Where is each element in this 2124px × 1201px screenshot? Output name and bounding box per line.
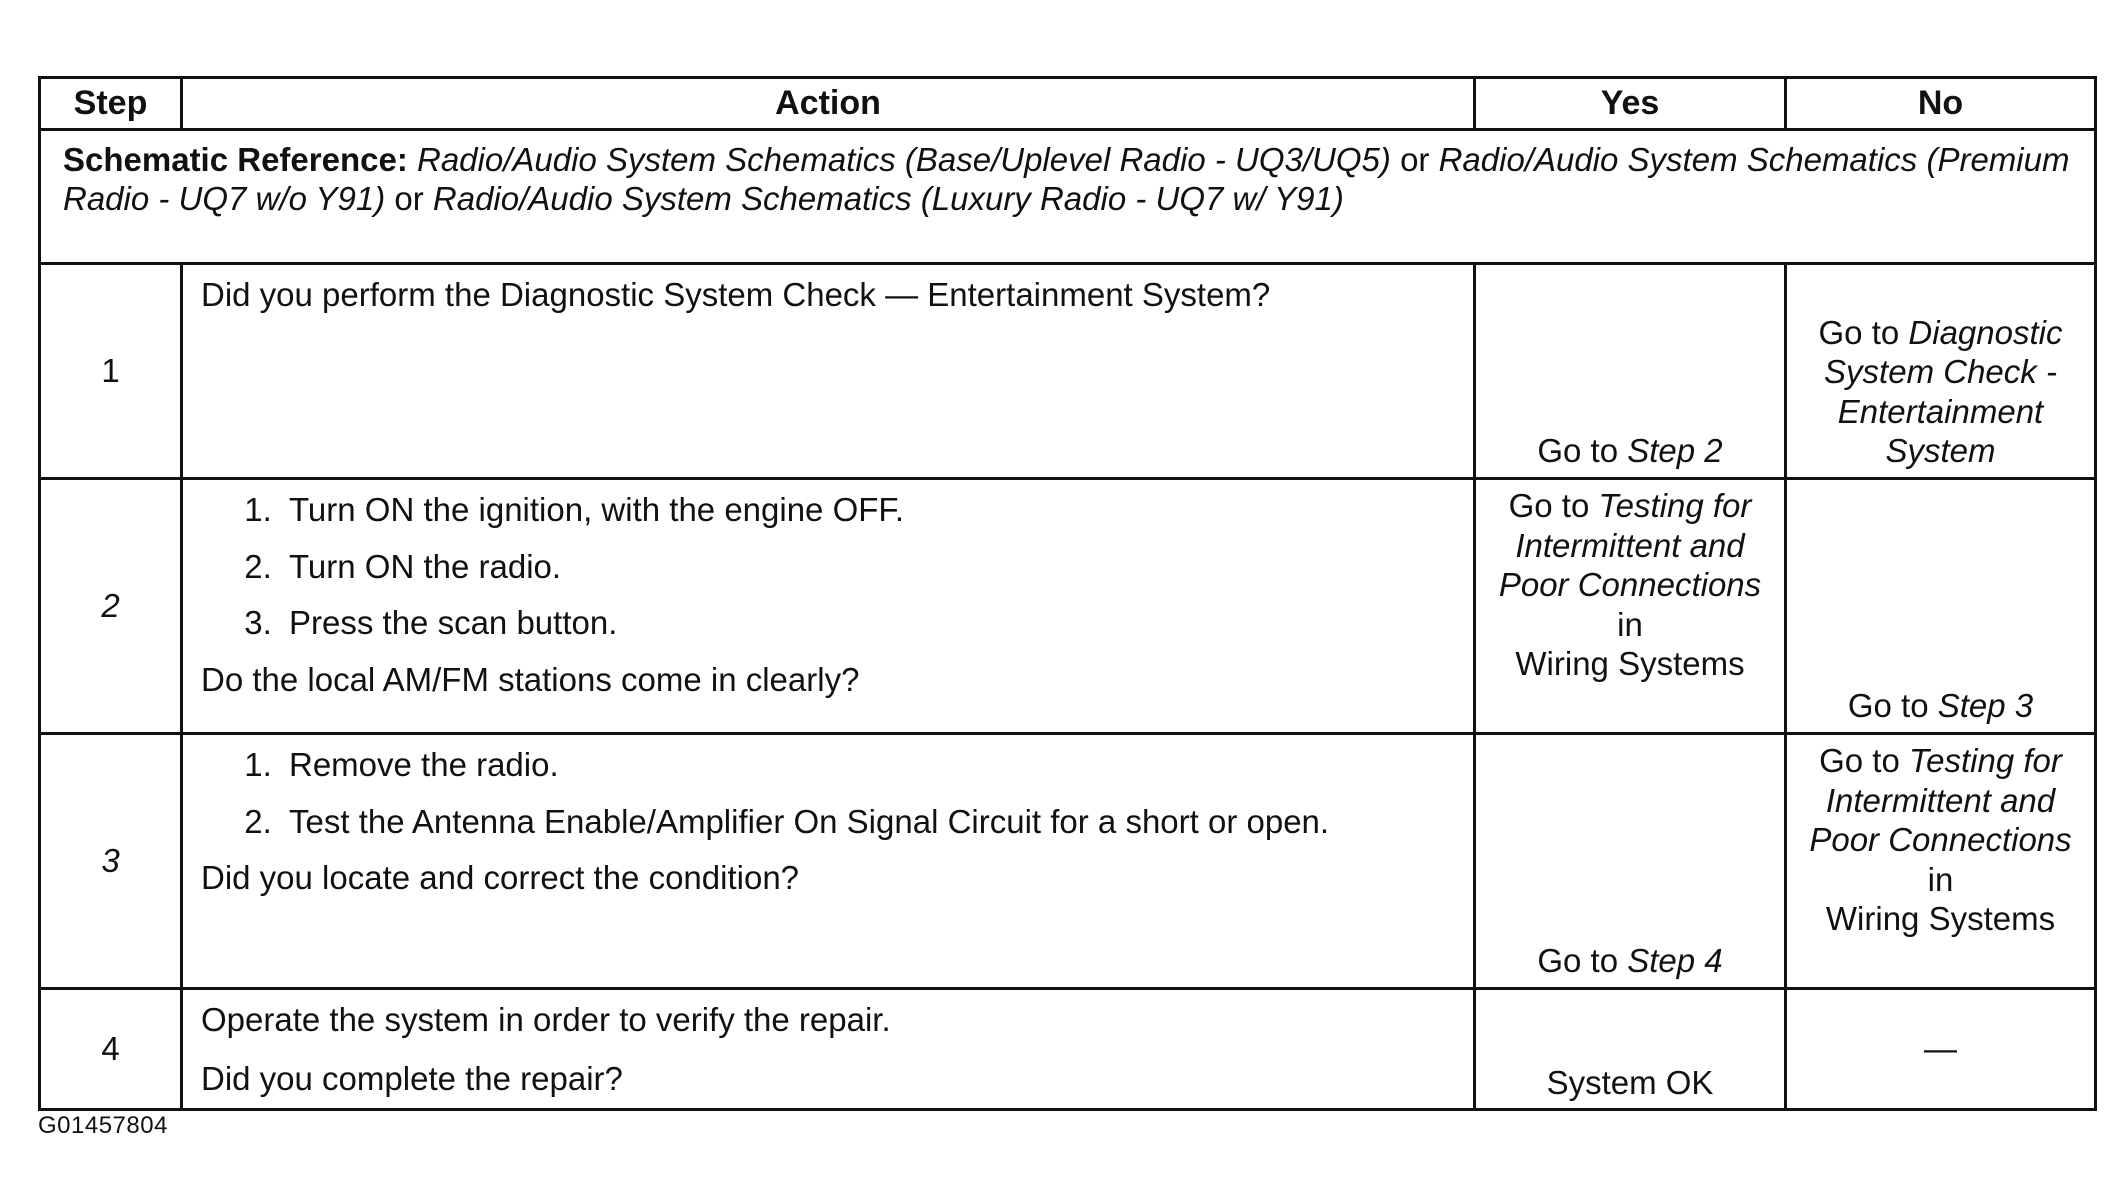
figure-id: G01457804 xyxy=(38,1112,168,1139)
action-cell: Remove the radio. Test the Antenna Enabl… xyxy=(180,732,1476,990)
action-steps-list: Remove the radio. Test the Antenna Enabl… xyxy=(201,745,1459,841)
table-row: 2 Turn ON the ignition, with the engine … xyxy=(38,477,2097,735)
step-number: 3 xyxy=(38,732,183,990)
step-number: 2 xyxy=(38,477,183,735)
yes-cell: Go to Step 2 xyxy=(1473,262,1787,480)
schematic-link-base-uplevel[interactable]: Radio/Audio System Schematics (Base/Uple… xyxy=(417,141,1391,178)
yes-cell: Go to Step 4 xyxy=(1473,732,1787,990)
list-item: Turn ON the ignition, with the engine OF… xyxy=(281,490,1459,530)
action-instruction: Operate the system in order to verify th… xyxy=(201,1001,891,1038)
yes-link-testing-intermittent[interactable]: Testing for Intermittent and Poor Connec… xyxy=(1498,487,1762,604)
table-row: 4 Operate the system in order to verify … xyxy=(38,986,2097,1112)
action-steps-list: Turn ON the ignition, with the engine OF… xyxy=(201,490,1459,643)
table-row: 1 Did you perform the Diagnostic System … xyxy=(38,262,2097,480)
action-question: Do the local AM/FM stations come in clea… xyxy=(201,660,860,698)
schematic-reference: Schematic Reference: Radio/Audio System … xyxy=(38,128,2097,265)
schematic-link-premium[interactable]: Radio/Audio System Schematics (Premium R… xyxy=(63,141,2070,217)
yes-wiring-systems: Wiring Systems xyxy=(1515,645,1745,683)
header-action: Action xyxy=(180,76,1476,131)
no-prefix: Go to xyxy=(1847,687,1929,725)
header-step: Step xyxy=(38,76,183,131)
yes-link-step[interactable]: Step 2 xyxy=(1627,432,1723,470)
schematic-link-luxury[interactable]: Radio/Audio System Schematics (Luxury Ra… xyxy=(432,179,1344,217)
list-item: Press the scan button. xyxy=(281,603,1459,643)
step-number: 1 xyxy=(38,262,183,480)
yes-in-text: in xyxy=(1617,605,1643,643)
schematic-or-1: or xyxy=(1400,141,1430,178)
schematic-reference-row: Schematic Reference: Radio/Audio System … xyxy=(38,128,2097,265)
no-cell: Go to Testing for Intermittent and Poor … xyxy=(1784,732,2097,990)
list-item: Turn ON the radio. xyxy=(281,547,1459,587)
no-link-step[interactable]: Step 3 xyxy=(1937,687,2034,725)
table-row: 3 Remove the radio. Test the Antenna Ena… xyxy=(38,732,2097,990)
list-item: Remove the radio. xyxy=(281,745,1459,785)
schematic-or-2: or xyxy=(394,179,424,217)
no-cell: Go to Step 3 xyxy=(1784,477,2097,735)
action-question: Did you complete the repair? xyxy=(201,1059,623,1097)
no-link-diagnostic-check[interactable]: Diagnostic System Check - Entertainment … xyxy=(1824,313,2063,470)
yes-link-step[interactable]: Step 4 xyxy=(1627,942,1723,980)
no-prefix: Go to xyxy=(1819,742,1900,779)
yes-prefix: Go to xyxy=(1537,432,1619,470)
action-cell: Did you perform the Diagnostic System Ch… xyxy=(180,262,1476,480)
yes-prefix: Go to xyxy=(1537,942,1619,980)
no-result-dash: — xyxy=(1924,1030,1957,1068)
action-question: Did you locate and correct the condition… xyxy=(201,859,800,897)
no-wiring-systems: Wiring Systems xyxy=(1825,900,2056,938)
no-in-text: in xyxy=(1927,860,1954,898)
schematic-reference-label: Schematic Reference: xyxy=(63,141,408,178)
yes-result: System OK xyxy=(1546,1063,1714,1101)
action-cell: Operate the system in order to verify th… xyxy=(180,986,1476,1112)
no-link-testing-intermittent[interactable]: Testing for Intermittent and Poor Connec… xyxy=(1809,742,2072,859)
yes-prefix: Go to xyxy=(1508,487,1590,524)
header-yes: Yes xyxy=(1473,76,1787,131)
step-number: 4 xyxy=(38,986,183,1112)
diagnostic-table: Step Action Yes No Schematic Reference: … xyxy=(38,76,2097,1112)
yes-cell: Go to Testing for Intermittent and Poor … xyxy=(1473,477,1787,735)
list-item: Test the Antenna Enable/Amplifier On Sig… xyxy=(281,802,1459,842)
no-prefix: Go to xyxy=(1818,313,1900,351)
no-cell: — xyxy=(1784,986,2097,1112)
header-no: No xyxy=(1784,76,2097,131)
action-cell: Turn ON the ignition, with the engine OF… xyxy=(180,477,1476,735)
table-header-row: Step Action Yes No xyxy=(38,76,2097,131)
no-cell: Go to Diagnostic System Check - Entertai… xyxy=(1784,262,2097,480)
yes-cell: System OK xyxy=(1473,986,1787,1112)
action-question: Did you perform the Diagnostic System Ch… xyxy=(201,276,1271,313)
